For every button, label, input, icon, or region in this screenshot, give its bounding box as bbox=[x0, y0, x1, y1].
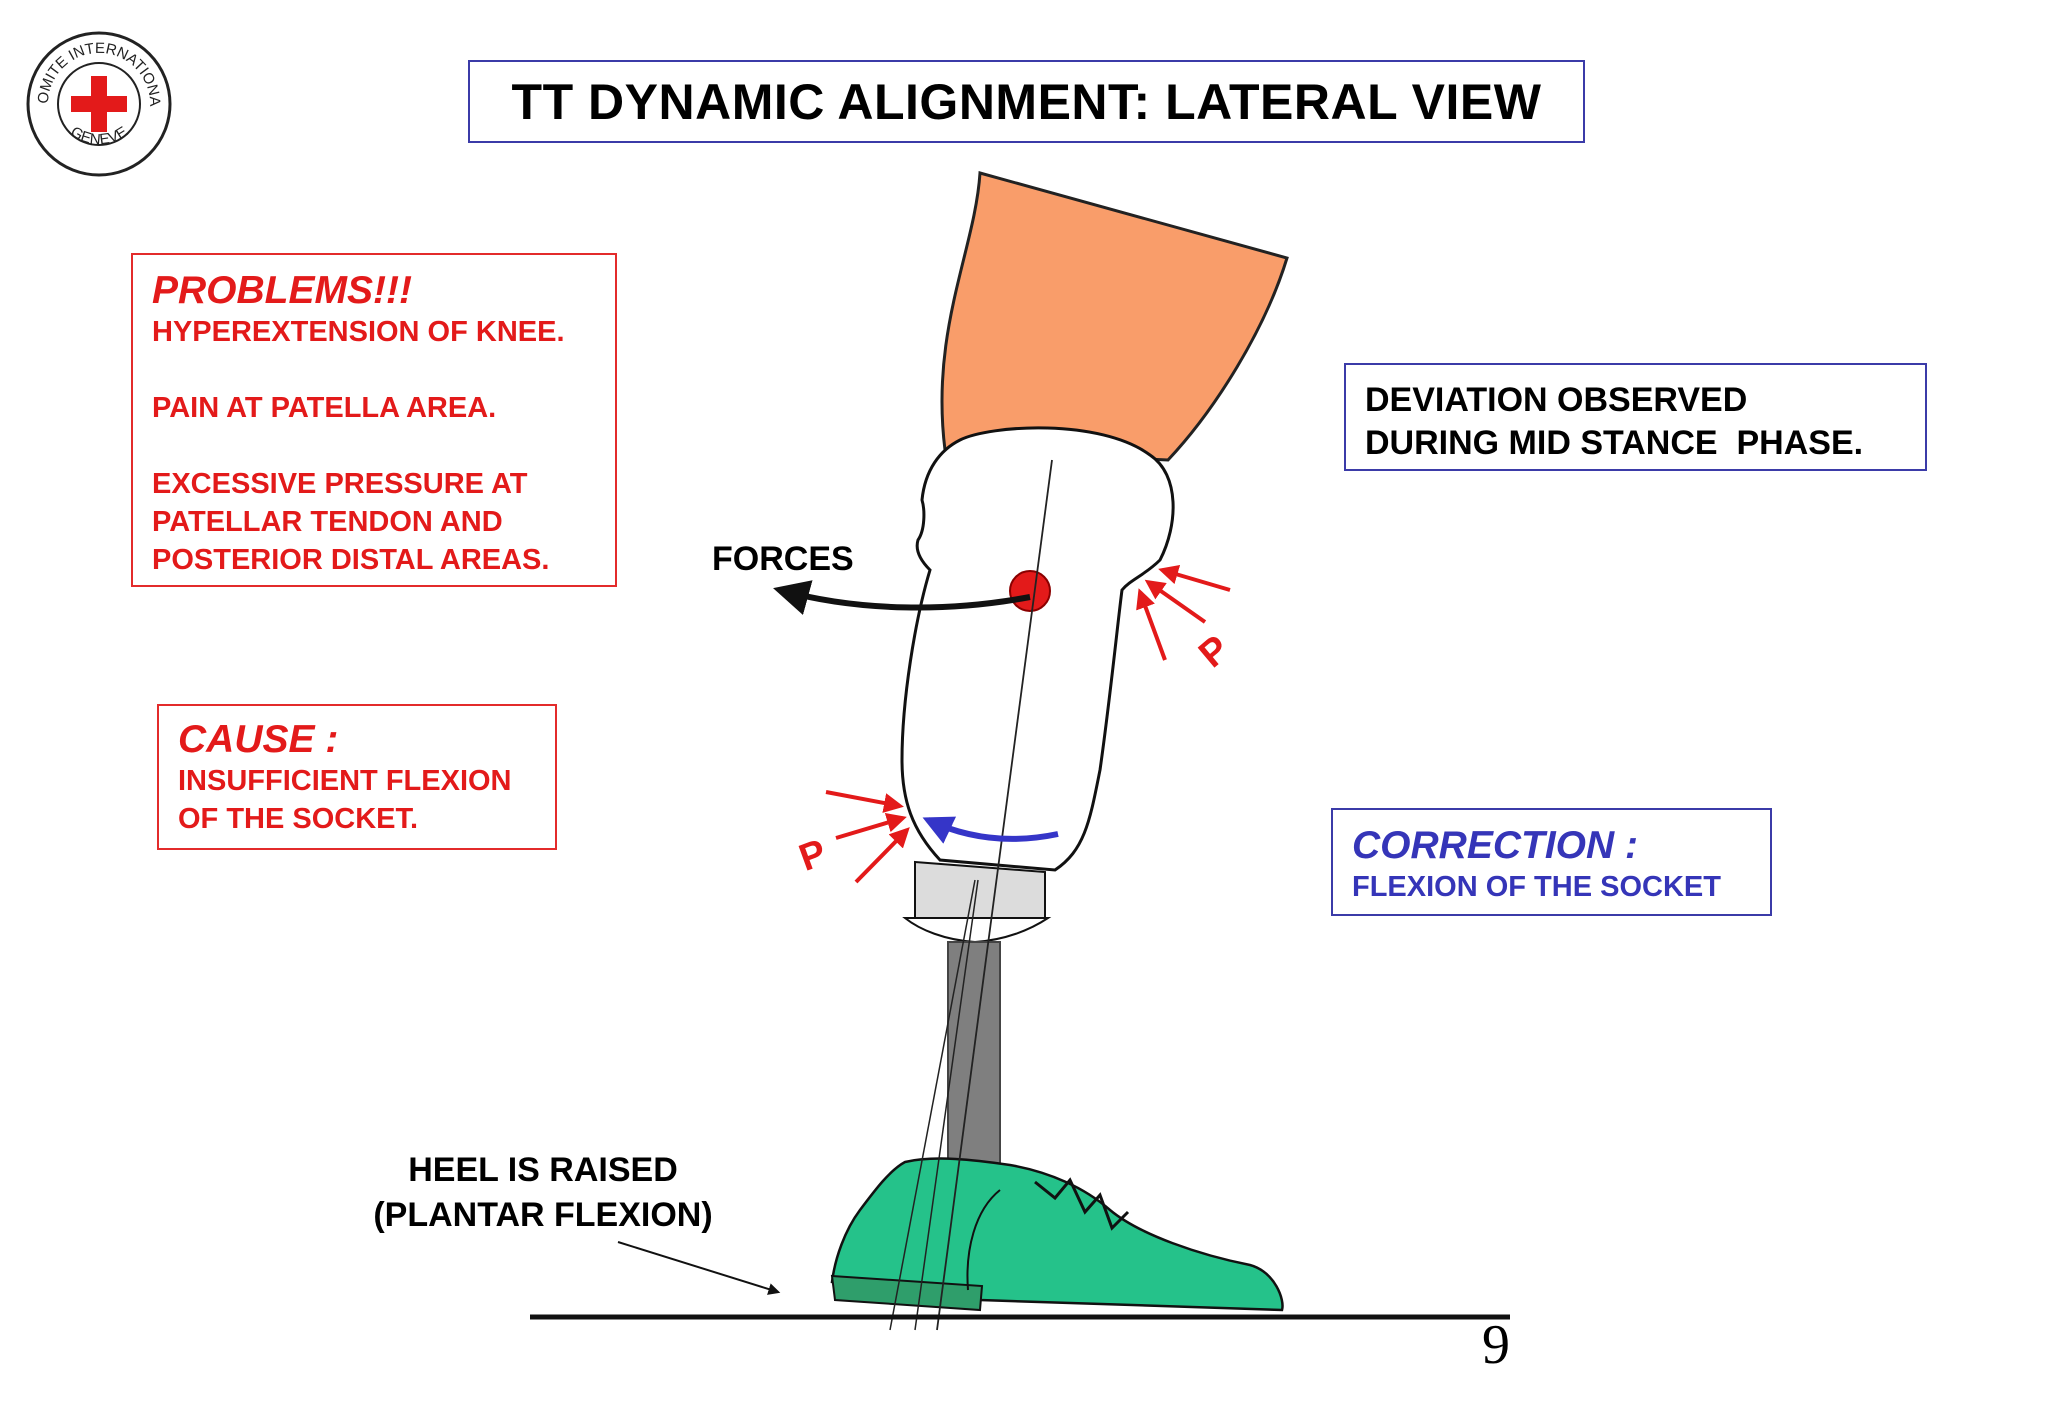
title-box: TT DYNAMIC ALIGNMENT: LATERAL VIEW bbox=[468, 60, 1585, 143]
correction-arrow bbox=[922, 816, 1059, 844]
pressure-arrow bbox=[1136, 588, 1167, 661]
page-number: 9 bbox=[1482, 1314, 1510, 1376]
deviation-line: DEVIATION OBSERVED bbox=[1365, 381, 1748, 419]
cause-heading: CAUSE : bbox=[178, 718, 339, 761]
correction-heading: CORRECTION : bbox=[1352, 824, 1638, 867]
shoe-heel bbox=[830, 1274, 984, 1312]
problem-item: PATELLAR TENDON AND bbox=[152, 506, 503, 538]
deviation-line: DURING MID STANCE PHASE. bbox=[1365, 424, 1864, 462]
thigh-skin bbox=[940, 171, 1289, 462]
problem-item: HYPEREXTENSION OF KNEE. bbox=[152, 316, 565, 348]
cause-line: INSUFFICIENT FLEXION bbox=[178, 765, 512, 797]
adapter-block bbox=[914, 860, 1046, 919]
page-title: TT DYNAMIC ALIGNMENT: LATERAL VIEW bbox=[511, 73, 1542, 130]
problem-item: EXCESSIVE PRESSURE AT bbox=[152, 468, 528, 500]
red-cross-icon bbox=[71, 76, 127, 132]
heel-label-line: HEEL IS RAISED bbox=[408, 1151, 678, 1189]
socket-axis-line bbox=[936, 459, 1053, 1331]
problem-item: POSTERIOR DISTAL AREAS. bbox=[152, 544, 550, 576]
problem-item: PAIN AT PATELLA AREA. bbox=[152, 392, 497, 424]
heel-label: HEEL IS RAISED (PLANTAR FLEXION) bbox=[353, 1148, 733, 1238]
deviation-box: DEVIATION OBSERVED DURING MID STANCE PHA… bbox=[1344, 363, 1927, 471]
pressure-label-lower: P bbox=[794, 832, 832, 880]
pressure-label-upper: P bbox=[1191, 628, 1237, 676]
cause-line: OF THE SOCKET. bbox=[178, 803, 419, 835]
shoe-seam bbox=[966, 1189, 1001, 1291]
forces-arrow bbox=[773, 580, 1031, 615]
pressure-arrow bbox=[1158, 564, 1231, 592]
icrc-logo: COMITE INTERNATIONAL GENEVE bbox=[19, 16, 174, 184]
pressure-arrow bbox=[825, 790, 904, 813]
shoe-laces bbox=[1034, 1177, 1130, 1231]
problems-heading: PROBLEMS!!! bbox=[152, 269, 412, 312]
forces-label: FORCES bbox=[712, 540, 854, 578]
knee-axis-dot bbox=[1009, 570, 1051, 612]
pylon-axis-line bbox=[914, 879, 979, 1331]
pylon bbox=[947, 941, 1001, 1173]
pressure-arrow bbox=[835, 812, 907, 840]
vertical-line bbox=[889, 879, 976, 1331]
problems-box: PROBLEMS!!! HYPEREXTENSION OF KNEE. PAIN… bbox=[131, 253, 617, 587]
heel-pointer-arrow bbox=[617, 1241, 781, 1295]
cause-box: CAUSE : INSUFFICIENT FLEXION OF THE SOCK… bbox=[157, 704, 557, 850]
pressure-arrow bbox=[854, 827, 910, 884]
heel-label-line: (PLANTAR FLEXION) bbox=[373, 1196, 713, 1234]
pressure-arrow bbox=[1144, 579, 1207, 624]
adapter-lower bbox=[902, 917, 1052, 944]
prosthetic-socket bbox=[900, 426, 1175, 872]
correction-box: CORRECTION : FLEXION OF THE SOCKET bbox=[1331, 808, 1772, 916]
correction-line: FLEXION OF THE SOCKET bbox=[1352, 871, 1721, 903]
